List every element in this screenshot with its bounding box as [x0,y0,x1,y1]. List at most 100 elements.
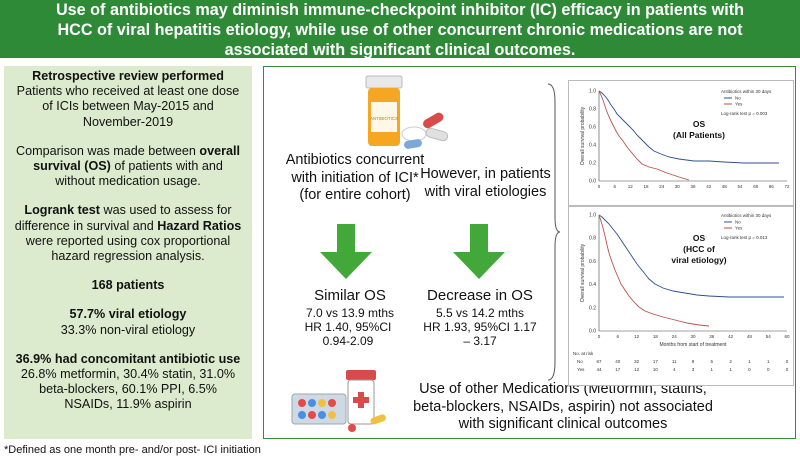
p1-legend-no: No [735,96,741,101]
p2-xtick: 42 [728,334,734,339]
p2-ytick: 0.4 [589,282,596,288]
title-line-1: Use of antibiotics may diminish immune-c… [55,1,745,19]
other-meds-text: Use of other Medications (Metformin, sta… [413,381,713,432]
p2-risk-no-label: No [577,359,583,364]
p2-risk-no: 17 [653,359,659,364]
pill-bottle-label: ANTIBIOTICS [370,116,398,121]
similar-os-line1: 7.0 vs 13.9 mths [305,306,395,320]
footnote: *Defined as one month pre- and/or post- … [4,444,261,456]
p2-xtick: 6 [617,334,620,339]
summary-panel: Retrospective review performed Patients … [4,66,252,439]
p1-xtick: 54 [737,184,743,189]
p2-risk-yes: 1 [729,367,732,372]
antibiotic-heading: 36.9% had concomitant antibiotic use [15,351,241,366]
hazard-bold: Hazard Ratios [157,218,242,233]
p2-risk-no: 1 [748,359,751,364]
p2-ytick: 1.0 [589,213,596,219]
p1-xtick: 18 [643,184,649,189]
p1-ylabel: Overall survival probability [580,106,586,165]
p2-risk-yes: 0 [767,367,770,372]
p1-xtick: 6 [613,184,616,189]
similar-os-heading: Similar OS [314,287,386,304]
p1-logrank: Log-rank test p = 0.003 [721,111,768,116]
logrank-post: were reported using cox proportional haz… [25,233,231,264]
p2-risk-yes: 0 [786,367,789,372]
p1-xtick: 72 [784,184,790,189]
logrank-mid: was used to assess for difference in sur… [14,203,232,233]
p2-xtick: 36 [709,334,715,339]
p2-risk-title: No. at risk [573,351,594,356]
p2-risk-no: 2 [729,359,732,364]
p2-risk-no: 9 [692,359,695,364]
p2-curve-no [598,214,784,298]
p2-label-line3: viral etiology) [671,255,726,265]
p1-ytick: 1.0 [589,89,596,95]
p1-ytick: 0.6 [589,125,596,131]
p2-xtick: 30 [690,334,696,339]
p2-risk-yes: 3 [692,367,695,372]
p1-curve-no [598,90,779,164]
viral-label: However, in patients with viral etiologi… [420,166,551,200]
title-line-3: associated with significant clinical out… [224,41,576,59]
p1-xtick: 12 [628,184,634,189]
p2-legend-no: No [735,220,741,225]
p2-ytick: 0.6 [589,259,596,265]
p2-legend-title: Antibiotics within 30 days [721,213,772,218]
p2-xtick: 24 [672,334,678,339]
p2-risk-yes: 17 [615,367,621,372]
comparison-pre: Comparison was made between [15,143,200,158]
km-plot-viral-etiology: 0.0 0.2 0.4 0.6 0.8 1.0 0 6 12 18 24 30 … [568,206,794,386]
p2-xtick: 12 [634,334,640,339]
p2-ytick: 0.0 [589,329,596,335]
arrow-down-icon-right [453,224,505,279]
p2-risk-no: 67 [596,359,602,364]
p1-label-line2: (All Patients) [673,130,725,140]
brace [547,83,561,381]
medications-icon [291,370,386,432]
p1-ytick: 0.8 [589,107,596,113]
p2-xtick: 18 [653,334,659,339]
review-text: Patients who received at least one dose … [16,84,240,129]
p1-xtick: 24 [659,184,665,189]
p1-xtick: 0 [598,184,601,189]
p1-xtick: 60 [753,184,759,189]
p2-risk-no: 0 [786,359,789,364]
p1-ytick: 0.4 [589,143,596,149]
p2-xtick: 0 [598,334,601,339]
arrow-down-icon-left [320,224,372,279]
p2-risk-yes: 0 [748,367,751,372]
p1-ytick: 0.2 [589,161,596,167]
p1-label-line1: OS [693,119,706,129]
p2-risk-yes: 44 [596,367,602,372]
p2-label-line2: (HCC of [683,244,715,254]
p2-risk-no: 32 [634,359,640,364]
title-banner: Use of antibiotics may diminish immune-c… [0,0,800,59]
p2-risk-no: 1 [767,359,770,364]
p2-risk-yes-label: Yes [577,367,585,372]
p2-xtick: 48 [747,334,753,339]
p2-risk-yes: 12 [634,367,640,372]
p2-ylabel: Overall survival probability [580,243,586,302]
p2-xlabel: Months from start of treatment [660,342,728,348]
title-line-2: HCC of viral hepatitis etiology, while u… [57,21,743,39]
p2-logrank: Log-rank test p = 0.013 [721,235,768,240]
p1-curve-yes [598,90,690,181]
km-plot-all-patients: 0.0 0.2 0.4 0.6 0.8 1.0 0 6 12 18 24 30 … [568,80,794,206]
patients-count: 168 patients [91,278,165,293]
p1-xtick: 42 [706,184,712,189]
viral-etiology: 57.7% viral etiology [69,307,187,322]
p2-risk-no: 40 [615,359,621,364]
comparison-text: Comparison was made between overall surv… [14,144,242,190]
comparison-bold: overall survival (OS) [33,143,240,174]
p1-legend-title: Antibiotics within 30 days [721,89,772,94]
p1-xtick: 48 [722,184,728,189]
antibiotics-label: Antibiotics concurrent with initiation o… [285,152,425,203]
p2-ytick: 0.2 [589,305,596,311]
p2-risk-yes: 10 [653,367,659,372]
p1-legend-yes: Yes [735,102,743,107]
p1-xtick: 66 [769,184,775,189]
p2-xtick: 60 [784,334,790,339]
results-panel [263,66,796,439]
p2-risk-no: 5 [711,359,714,364]
p1-xtick: 36 [690,184,696,189]
